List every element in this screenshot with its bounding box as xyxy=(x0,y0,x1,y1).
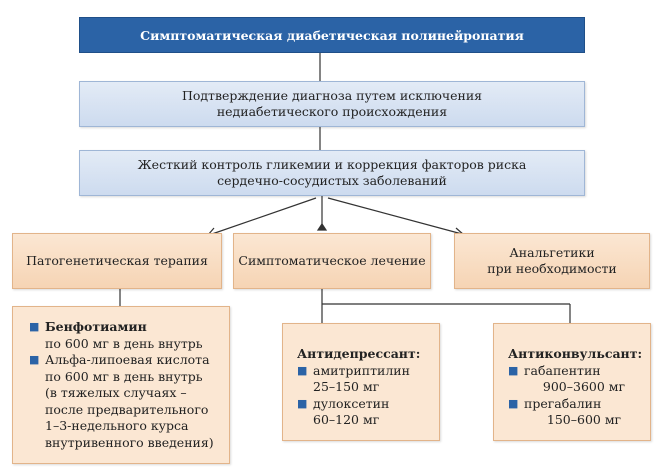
square-bullet-icon: ■ xyxy=(297,363,308,377)
analgesics-line1: Анальгетики xyxy=(509,245,595,260)
lipoic-acid-note-1: (в тяжелых случаях – xyxy=(45,385,187,400)
amitriptyline-dose: 25–150 мг xyxy=(313,379,380,394)
analgesics-line2: при необходимости xyxy=(487,261,617,276)
diagnosis-confirmation-box: Подтверждение диагноза путем исключения … xyxy=(79,81,585,127)
list-item: ■ Альфа-липоевая кислота по 600 мг в ден… xyxy=(29,352,223,451)
square-bullet-icon: ■ xyxy=(29,320,40,333)
diagnosis-line1: Подтверждение диагноза путем исключения xyxy=(181,88,483,103)
pregabalin-name: прегабалин xyxy=(524,395,602,411)
anticonvulsant-box: Антиконвульсант: ■ габапентин 900–3600 м… xyxy=(493,323,651,441)
pathogenetic-label: Патогенетическая терапия xyxy=(26,253,208,268)
gabapentin-dose: 900–3600 мг xyxy=(542,379,626,394)
benfotiamine-name: Бенфотиамин xyxy=(45,319,147,334)
symptomatic-label: Симптоматическое лечение xyxy=(238,253,426,268)
lipoic-acid-note-2: после предварительного xyxy=(45,401,209,417)
gabapentin-name: габапентин xyxy=(524,362,601,378)
anticonvulsant-heading: Антиконвульсант: xyxy=(508,346,643,361)
lipoic-acid-dose: по 600 мг в день внутрь xyxy=(45,368,203,384)
lipoic-acid-note-4: внутривенного введения) xyxy=(45,434,214,450)
square-bullet-icon: ■ xyxy=(297,396,308,410)
glycemic-line1: Жесткий контроль гликемии и коррекция фа… xyxy=(137,157,527,172)
symptomatic-treatment-box: Симптоматическое лечение xyxy=(233,233,431,289)
pathogenetic-detail-box: ■ Бенфотиамин по 600 мг в день внутрь ■ … xyxy=(12,306,230,464)
list-item: ■ амитриптилин 25–150 мг xyxy=(297,363,433,396)
glycemic-line2: сердечно-сосудистых заболеваний xyxy=(217,173,447,188)
square-bullet-icon: ■ xyxy=(508,363,519,377)
diagnosis-line2: недиабетического происхождения xyxy=(216,104,448,119)
antidepressant-heading: Антидепрессант: xyxy=(297,346,421,361)
list-item: ■ прегабалин 150–600 мг xyxy=(508,396,644,429)
lipoic-acid-note-3: 1–3-недельного курса xyxy=(45,418,189,433)
duloxetine-dose: 60–120 мг xyxy=(313,412,380,427)
lipoic-acid-name: Альфа-липоевая кислота xyxy=(45,352,210,367)
analgesics-box: Анальгетики при необходимости xyxy=(454,233,650,289)
list-item: ■ дулоксетин 60–120 мг xyxy=(297,396,433,429)
amitriptyline-name: амитриптилин xyxy=(313,362,410,378)
list-item: ■ габапентин 900–3600 мг xyxy=(508,363,644,396)
benfotiamine-dose: по 600 мг в день внутрь xyxy=(45,335,203,351)
glycemic-control-box: Жесткий контроль гликемии и коррекция фа… xyxy=(79,150,585,196)
pregabalin-dose: 150–600 мг xyxy=(546,412,622,427)
square-bullet-icon: ■ xyxy=(508,396,519,410)
diagram-title: Симптоматическая диабетическая полинейро… xyxy=(79,17,585,53)
antidepressant-box: Антидепрессант: ■ амитриптилин 25–150 мг… xyxy=(282,323,440,441)
list-item: ■ Бенфотиамин по 600 мг в день внутрь xyxy=(29,319,223,352)
square-bullet-icon: ■ xyxy=(29,353,40,366)
duloxetine-name: дулоксетин xyxy=(313,395,390,411)
pathogenetic-therapy-box: Патогенетическая терапия xyxy=(12,233,222,289)
